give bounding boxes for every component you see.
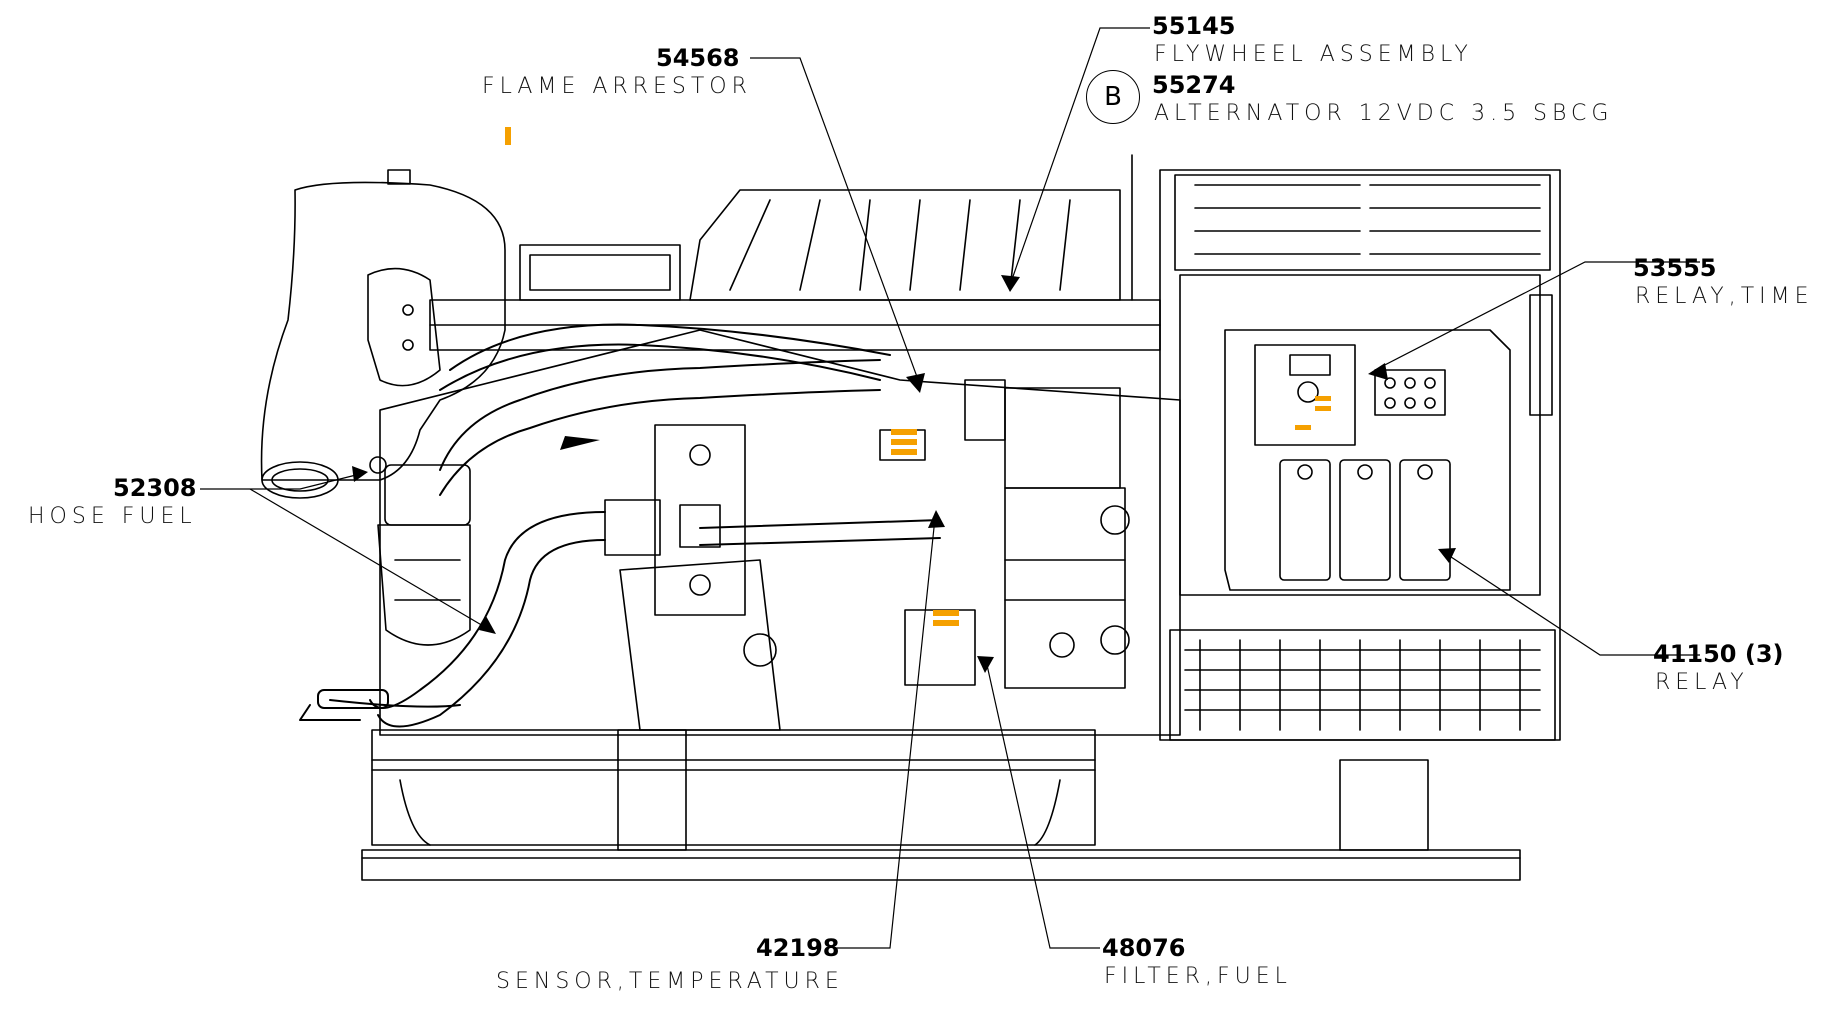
callout-desc-relay: RELAY xyxy=(1655,670,1749,695)
fuel-hoses xyxy=(299,323,941,728)
callout-part-flywheel: 55145 xyxy=(1152,12,1236,40)
callout-desc-relay-time: RELAY,TIME xyxy=(1635,284,1814,309)
callout-part-fuel-filter: 48076 xyxy=(1102,934,1186,962)
oil-pan xyxy=(371,729,1096,846)
callout-desc-alternator: ALTERNATOR 12VDC 3.5 SBCG xyxy=(1154,101,1614,126)
base-plate xyxy=(361,729,1521,881)
callout-desc-flywheel: FLYWHEEL ASSEMBLY xyxy=(1154,42,1473,67)
fuel-filter-left xyxy=(369,456,471,646)
callout-part-sensor-temp: 42198 xyxy=(756,934,840,962)
fuel-pump xyxy=(604,424,746,616)
callout-desc-sensor-temp: SENSOR,TEMPERATURE xyxy=(496,969,844,994)
highlight-marks xyxy=(505,127,1331,626)
valve-cover xyxy=(519,154,1133,301)
callout-part-alternator: 55274 xyxy=(1152,71,1236,99)
intake-housing xyxy=(260,169,506,499)
callout-part-relay: 41150 (3) xyxy=(1653,640,1784,668)
callout-part-relay-time: 53555 xyxy=(1633,254,1717,282)
callout-desc-hose-fuel: HOSE FUEL xyxy=(28,504,197,529)
callout-desc-fuel-filter: FILTER,FUEL xyxy=(1104,964,1292,989)
control-box xyxy=(1159,169,1561,741)
engine-block xyxy=(379,329,1181,736)
callout-part-hose-fuel: 52308 xyxy=(113,474,197,502)
center-module xyxy=(879,379,1130,689)
leader-lines xyxy=(200,27,1700,949)
callout-desc-flame-arrestor: FLAME ARRESTOR xyxy=(482,74,752,99)
arrowheads xyxy=(352,275,1456,673)
marker-b: B xyxy=(1086,70,1140,124)
callout-part-flame-arrestor: 54568 xyxy=(656,44,740,72)
manifold xyxy=(429,299,1161,351)
